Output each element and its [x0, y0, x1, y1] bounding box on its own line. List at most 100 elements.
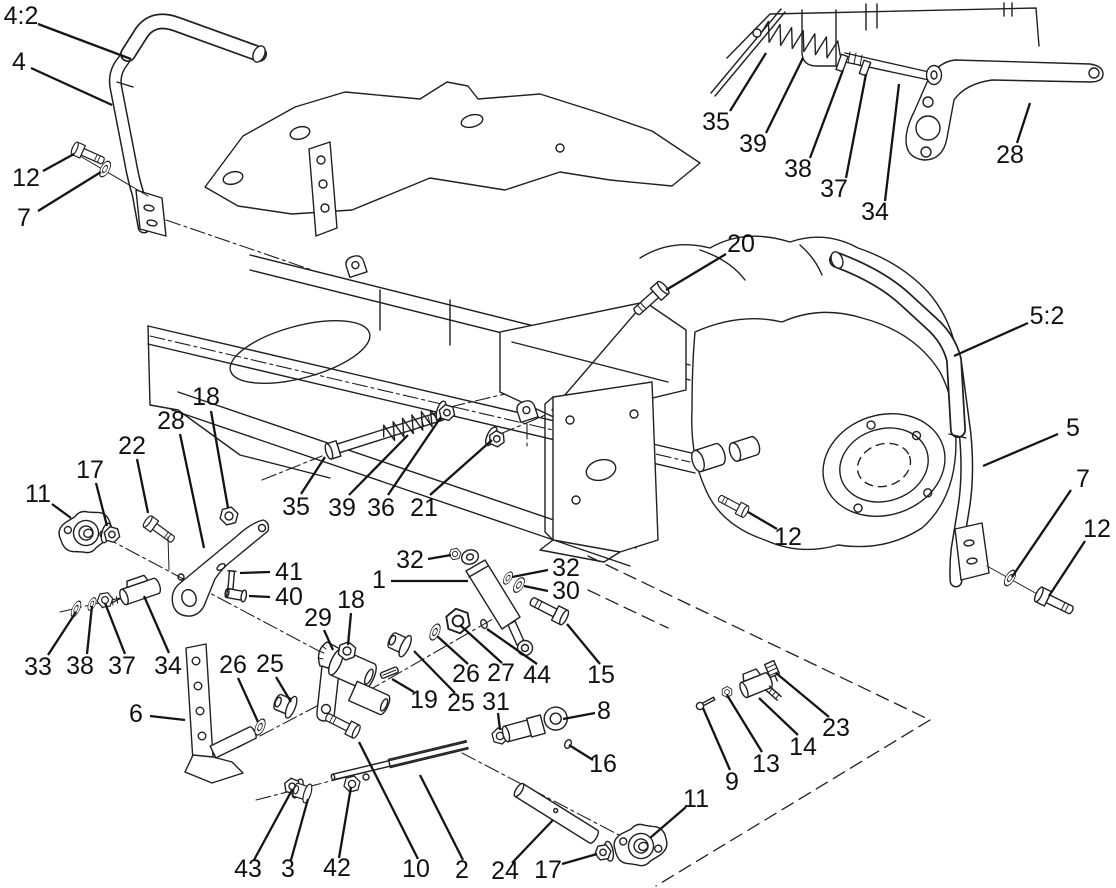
callout-label: 35 — [282, 493, 310, 521]
leader-line — [883, 83, 901, 202]
callout-label: 14 — [789, 733, 817, 761]
callout-ref-31: 31 — [482, 688, 510, 731]
leader-line — [209, 410, 230, 509]
bracket-slot — [963, 539, 975, 547]
leader-line — [275, 676, 292, 703]
callout-ref-9: 9 — [701, 707, 739, 796]
control-plate(28) — [171, 519, 270, 617]
callout-ref-39-spring: 39 — [328, 434, 409, 522]
callout-ref-32-washer: 32 — [511, 554, 580, 582]
leader-line — [337, 786, 353, 859]
leader-line — [85, 605, 94, 655]
leader-line — [511, 819, 554, 864]
screw(9) — [695, 696, 716, 711]
callout-ref-26-right: 26 — [436, 635, 480, 688]
leader-line — [808, 69, 845, 159]
plate-bore — [181, 588, 197, 608]
leader-line — [566, 623, 601, 665]
leader-line — [764, 57, 805, 134]
callout-ref-5: 5 — [982, 414, 1080, 468]
callout-label: 43 — [234, 855, 262, 883]
callout-ref-38-inset: 38 — [784, 69, 845, 183]
callout-ref-39-inset: 39 — [739, 57, 805, 158]
callout-label: 32 — [396, 546, 424, 574]
damper-eye-bore — [520, 643, 530, 653]
callout-label: 34 — [154, 652, 182, 680]
callout-label: 5 — [1066, 414, 1080, 442]
leader-line — [747, 511, 778, 530]
leader-line — [178, 433, 206, 549]
leader-line — [322, 629, 335, 651]
leader-line — [103, 602, 127, 655]
spring-eye(35) — [752, 28, 762, 38]
callout-label: 15 — [587, 661, 615, 689]
adjustment-bar(6) — [184, 643, 257, 784]
callout-label: 28 — [157, 407, 185, 435]
centerline-handle-left — [165, 219, 313, 271]
leader-line — [391, 678, 415, 693]
callout-ref-40: 40 — [248, 583, 303, 611]
callout-ref-5-2: 5:2 — [953, 302, 1064, 358]
leader-line — [701, 707, 732, 771]
leader-line — [953, 321, 1029, 358]
callout-label: 30 — [552, 577, 580, 605]
handle-bracket — [954, 522, 990, 581]
callout-label: 25 — [447, 689, 475, 717]
callout-ref-20: 20 — [665, 230, 755, 291]
bushing(25) — [270, 689, 300, 721]
fitting(23) — [763, 659, 781, 682]
callout-label: 44 — [523, 661, 551, 689]
callout-label: 7 — [1076, 465, 1090, 493]
spring-bolt(35) — [324, 410, 445, 460]
bushing(25) — [384, 627, 415, 659]
inset-bracket — [726, 7, 1040, 59]
callout-ref-12-upper-left: 12 — [12, 152, 75, 192]
jam-nut(38) — [835, 53, 849, 73]
callout-label: 39 — [328, 494, 356, 522]
flange-nut(21) — [482, 424, 509, 452]
leader-line — [1015, 102, 1032, 144]
leader-line — [413, 650, 456, 694]
callout-ref-6: 6 — [129, 700, 186, 728]
callout-ref-37-inset: 37 — [820, 73, 868, 203]
mount-box-brace — [511, 309, 669, 411]
callout-label: 37 — [108, 652, 136, 680]
leader-line — [248, 594, 271, 599]
callout-ref-4-2: 4:2 — [4, 2, 132, 61]
assembly-line — [79, 155, 149, 197]
callout-label: 40 — [275, 583, 303, 611]
callout-ref-17-right: 17 — [534, 852, 598, 884]
leader-line — [429, 439, 493, 496]
leader-line — [729, 52, 767, 112]
callout-label: 31 — [482, 688, 510, 716]
damper(1) — [447, 546, 571, 657]
leader-line — [239, 570, 271, 575]
bolt(22) — [141, 514, 178, 547]
plate-hole — [922, 96, 934, 108]
lever-plate(28) — [905, 59, 1104, 161]
callout-ref-16: 16 — [568, 744, 617, 778]
leader-line — [47, 611, 77, 656]
callout-ref-14: 14 — [758, 697, 817, 761]
callout-label: 3 — [281, 855, 295, 883]
inset-tabs — [865, 2, 1013, 31]
leader-line — [726, 694, 763, 753]
leader-line — [844, 73, 868, 179]
callout-ref-24: 24 — [491, 819, 554, 885]
plate-slot — [216, 563, 226, 571]
seat-plate-hole — [555, 143, 565, 153]
leader-line — [775, 672, 830, 718]
transaxle-flange — [822, 413, 946, 517]
leader-line — [346, 612, 353, 646]
centerline-spacer-axis — [461, 752, 641, 847]
leader-line — [236, 677, 260, 723]
phantom-boundary — [587, 555, 931, 887]
callout-ref-12-axle: 12 — [747, 511, 802, 551]
callout-ref-25-right: 25 — [413, 650, 475, 717]
leader-line — [42, 152, 75, 173]
post-hole — [320, 203, 330, 213]
ball-detail — [362, 773, 370, 781]
bolt(12) — [1032, 585, 1077, 619]
callout-ref-44: 44 — [486, 628, 551, 689]
